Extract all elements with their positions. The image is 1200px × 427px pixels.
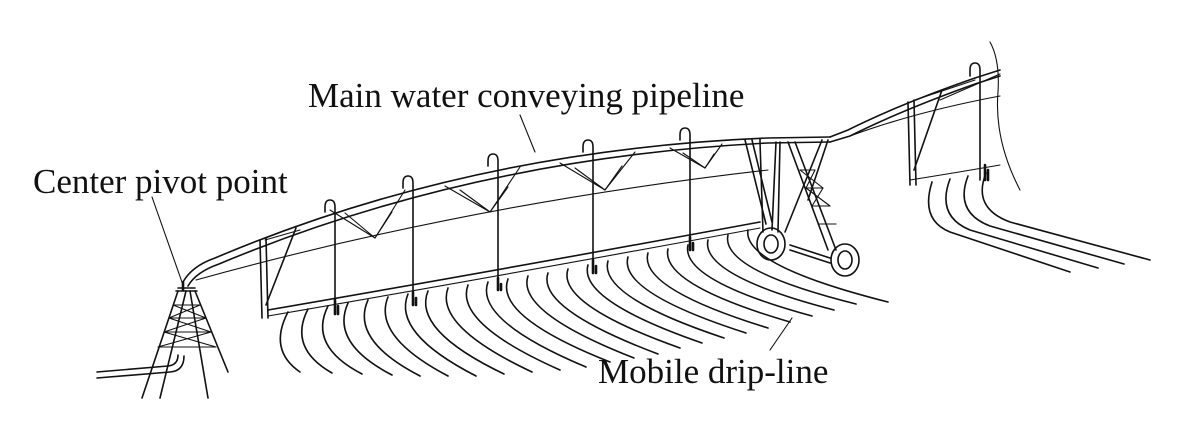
- drip-lines-span1: [279, 229, 889, 377]
- cutoff-edge: [989, 41, 1021, 191]
- span2-frame: [907, 89, 1001, 186]
- leader-lines: [151, 114, 793, 351]
- label-mobile-drip-line: Mobile drip-line: [598, 352, 828, 391]
- leader-pipeline: [519, 114, 536, 153]
- truss-frames: [329, 143, 723, 239]
- label-main-pipeline: Main water conveying pipeline: [308, 76, 744, 115]
- main-pipeline: [182, 136, 831, 287]
- center-pivot-tower: [141, 280, 229, 399]
- drip-manifold: [267, 221, 761, 317]
- drip-lines-span2: [927, 172, 1151, 273]
- span2-pipeline: [829, 62, 1001, 181]
- span1-end-frame: [259, 227, 297, 319]
- connector-clips: [333, 235, 695, 316]
- drop-pipes: [324, 127, 764, 309]
- leader-pivot: [151, 196, 184, 286]
- inlet-pipe: [96, 354, 185, 379]
- leader-dripline: [769, 317, 793, 351]
- drive-tower: [744, 139, 860, 277]
- label-center-pivot: Center pivot point: [33, 162, 288, 201]
